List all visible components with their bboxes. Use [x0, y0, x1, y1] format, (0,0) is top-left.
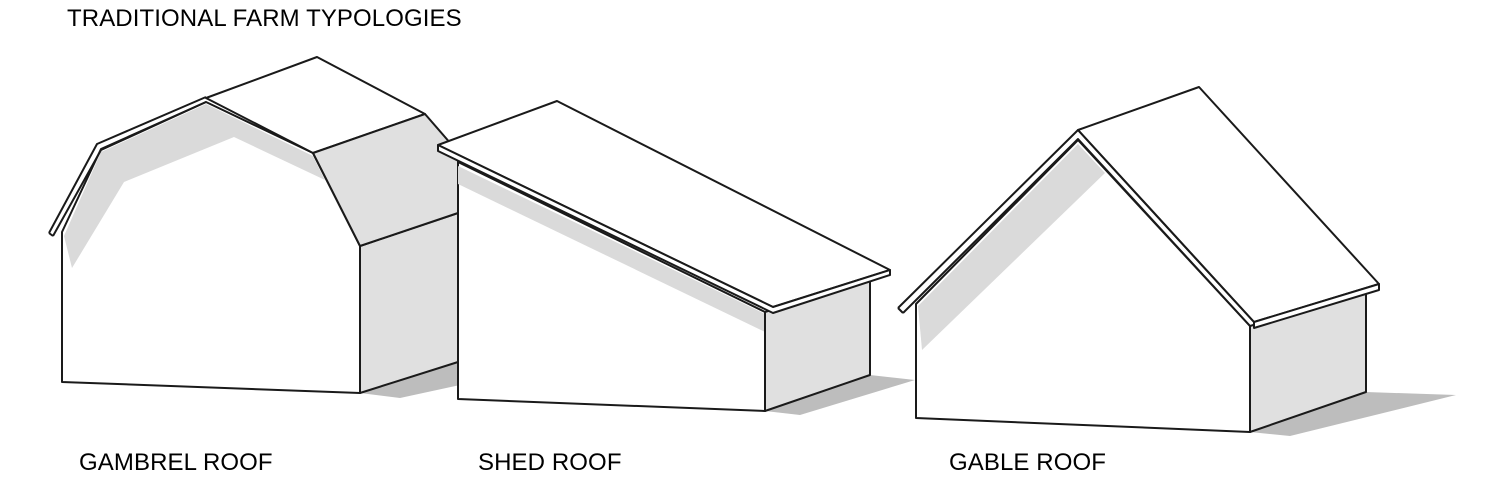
gable-left-rake-inner [902, 138, 1251, 327]
gambrel-roof-label: GAMBREL ROOF [79, 449, 273, 476]
gable-barn [897, 86, 1456, 436]
gambrel-barn [48, 56, 520, 398]
gambrel-eave-shadow [64, 104, 325, 268]
gable-roof-label: GABLE ROOF [949, 449, 1107, 476]
gable-roof-fascia [1253, 283, 1380, 329]
shed-barn [437, 100, 915, 415]
shed-roof-fascia [437, 144, 891, 314]
shed-ground-shadow [765, 375, 915, 415]
gable-ground-shadow [1250, 392, 1456, 436]
shed-roof-label: SHED ROOF [478, 449, 622, 476]
gable-left-rake [897, 129, 1255, 323]
gambrel-left-eave [48, 96, 207, 234]
diagram-title: TRADITIONAL FARM TYPOLOGIES [67, 5, 462, 32]
shed-eave-shadow [458, 166, 765, 332]
gambrel-left-eave-inner [52, 101, 207, 237]
gable-eave-shadow [918, 144, 1105, 350]
